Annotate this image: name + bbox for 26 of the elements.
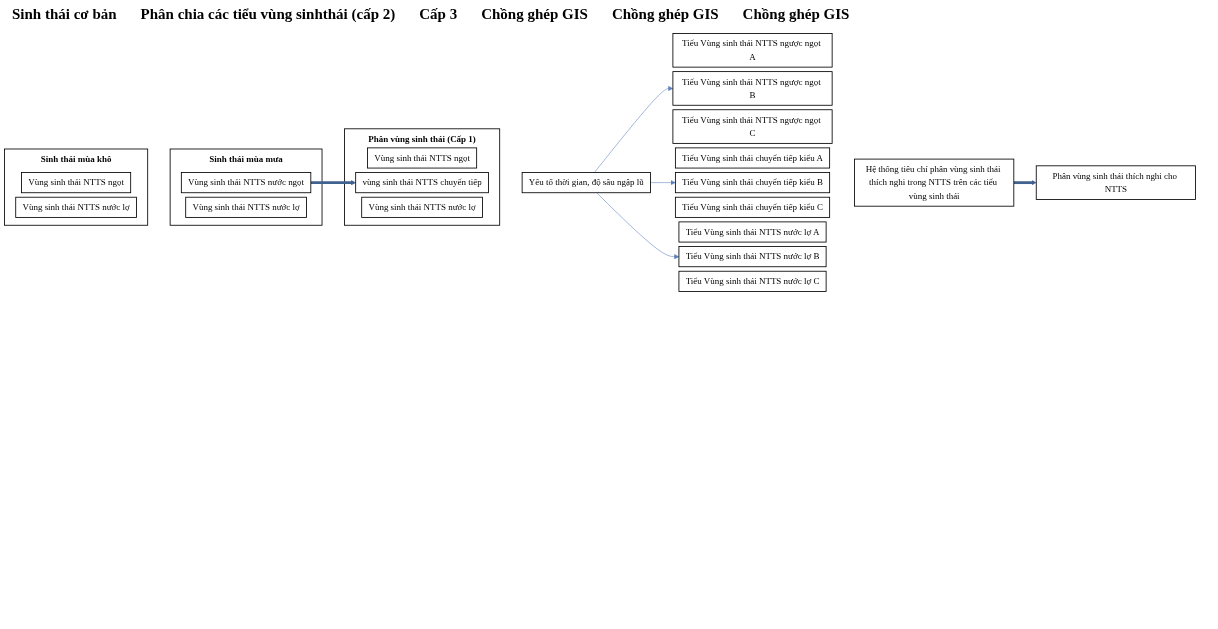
node-box: Tiểu Vùng sinh thái NTTS ngược ngọt C [672,109,833,144]
node-box: Tiểu Vùng sinh thái chuyển tiếp kiểu C [674,196,831,218]
node-box: Tiểu Vùng sinh thái NTTS nước lợ B [678,246,827,268]
node-box: Vùng sinh thái NTTS ngọt [21,172,132,194]
node-box: Yếu tố thời gian, độ sâu ngập lũ [521,172,651,194]
heading-text: Chồng ghép GIS [611,6,719,23]
node-box: Tiểu Vùng sinh thái NTTS nước lợ A [678,221,827,243]
node-box: Vùng sinh thái NTTS nước lợ [185,196,307,218]
node-box: Tiểu Vùng sinh thái chuyển tiếp kiểu A [674,147,831,169]
arrow [1013,180,1037,186]
node-box: Vùng sinh thái NTTS ngọt [367,147,478,169]
node-box: Vùng sinh thái NTTS nước lợ [15,196,137,218]
node-box: Vùng sinh thái NTTS nước lợ [361,196,483,218]
node-box: Hệ thống tiêu chí phân vùng sinh thái thích nghi trong NTTS trên các tiểu vùng sinh thái [854,158,1015,207]
node-box: Tiểu Vùng sinh thái NTTS nước lợ C [678,270,827,292]
node-box: Vùng sinh thái NTTS nước ngọt [180,172,312,194]
node-box: Tiểu Vùng sinh thái chuyển tiếp kiểu B [674,172,831,194]
heading-text: Cấp 3 [419,6,458,23]
node-box: vùng sinh thái NTTS chuyển tiếp [355,172,489,194]
node-box: Tiểu Vùng sinh thái NTTS ngược ngọt A [672,33,833,68]
heading-text: Sinh thái cơ bản [12,6,117,23]
node-box: Phân vùng sinh thái thích nghi cho NTTS [1035,165,1196,200]
node-box: Tiểu Vùng sinh thái NTTS ngược ngọt B [672,71,833,106]
arrow [310,180,356,186]
heading-text: Chồng ghép GIS [481,6,588,23]
heading-text: Phân chia các tiểu vùng sinhthái (cấp 2) [140,6,396,23]
